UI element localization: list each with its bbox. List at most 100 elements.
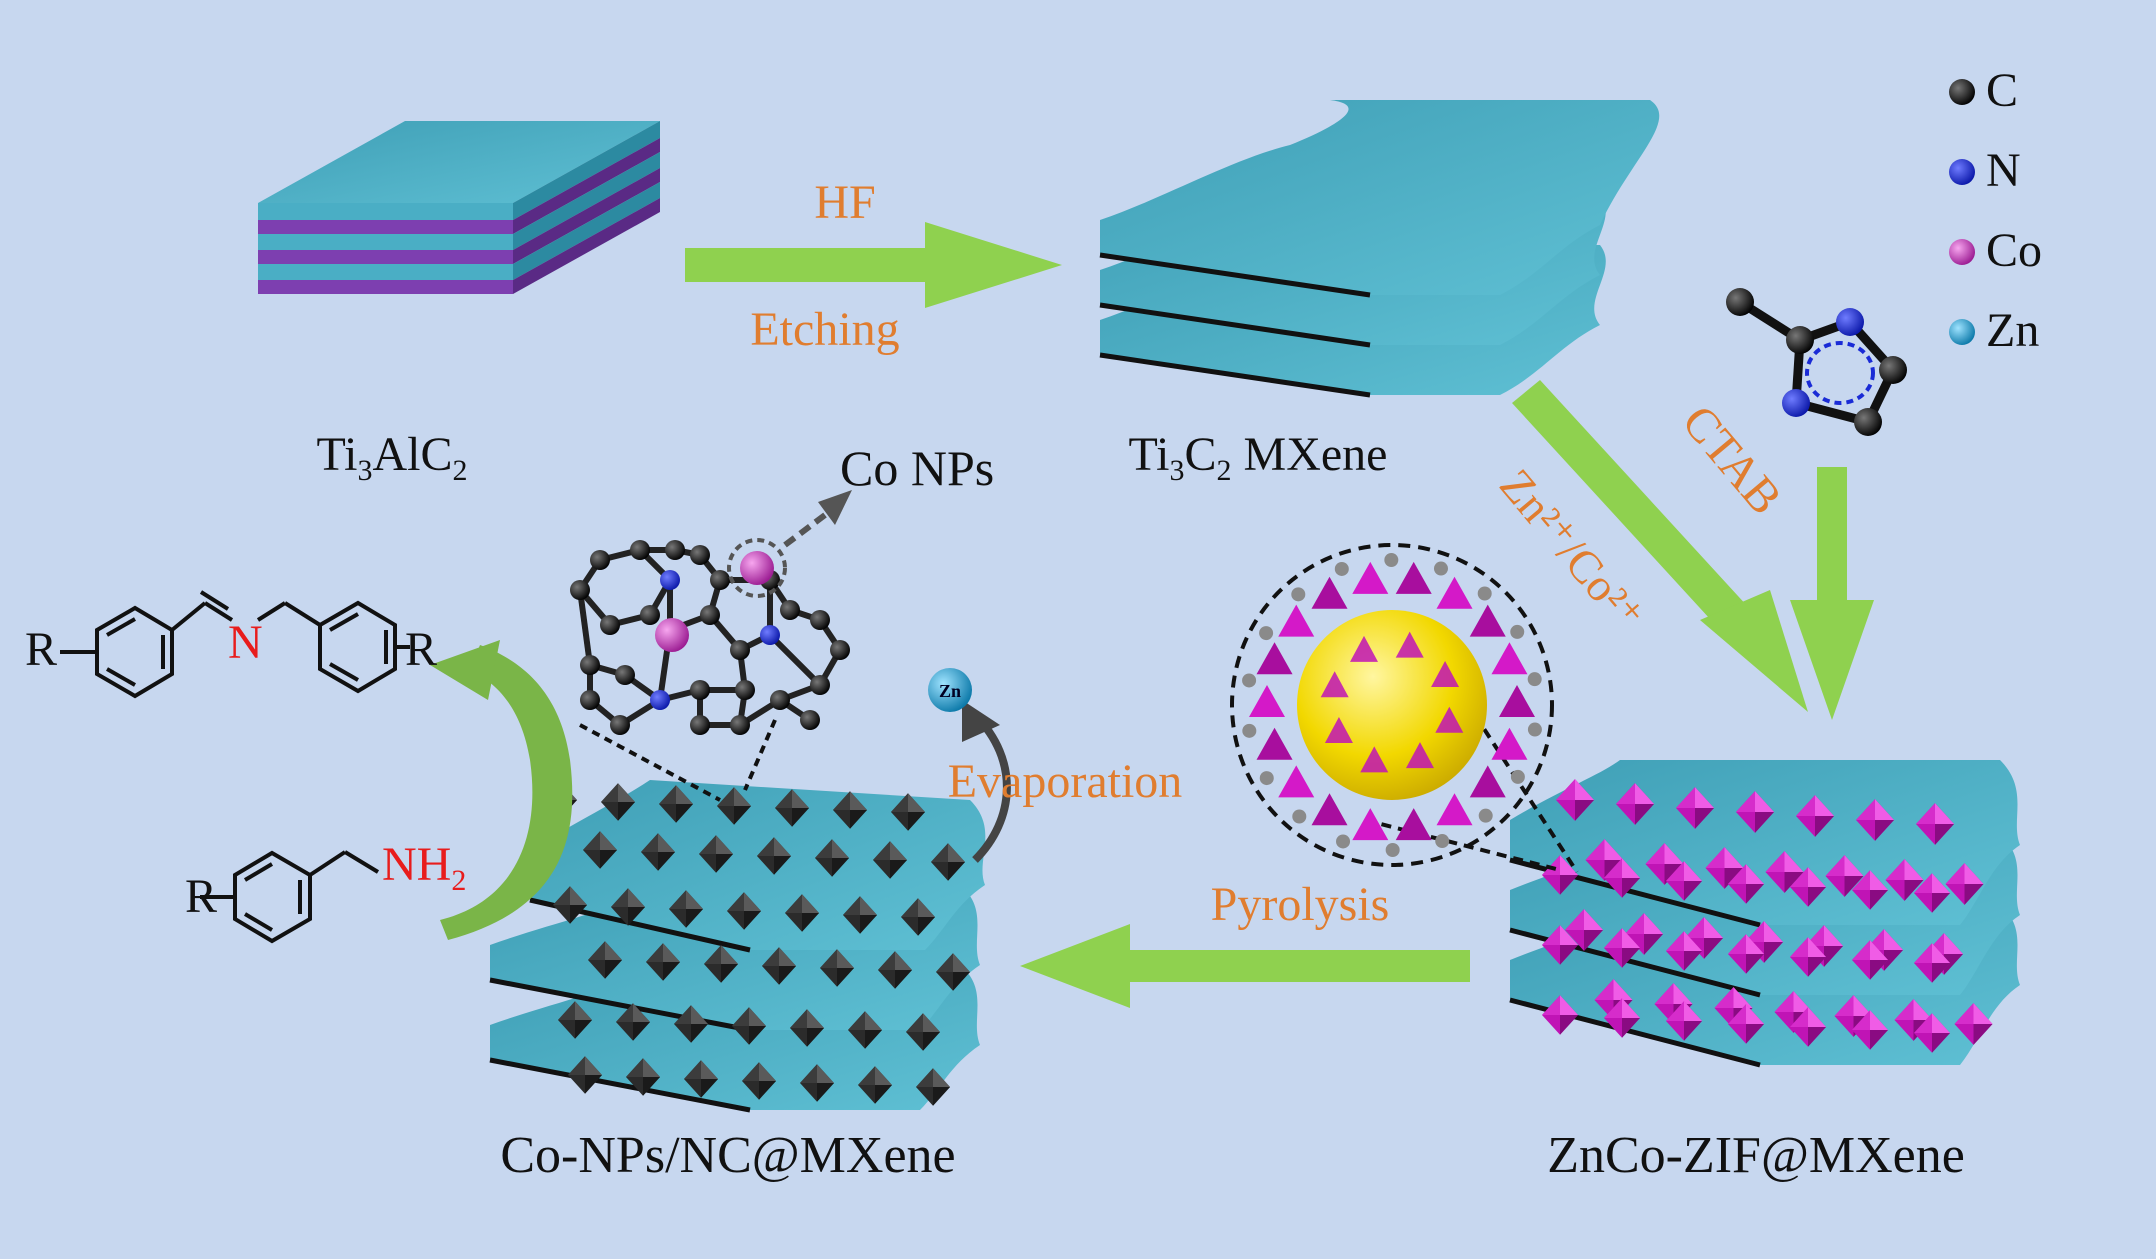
zif-tetrahedron: [1256, 642, 1293, 675]
carbon-atom: [830, 640, 850, 660]
zoom-line-right: [743, 719, 777, 791]
zif-linker: [1433, 561, 1448, 576]
carbon-atom: [700, 605, 720, 625]
zif-tetrahedron: [1491, 642, 1528, 675]
legend-cobalt-label: Co: [1986, 224, 2042, 277]
zif-linker: [1242, 723, 1257, 738]
zif-tetrahedron: [1324, 716, 1353, 743]
carbon-atom: [770, 690, 790, 710]
zif-linker: [1478, 808, 1493, 823]
carbon-atom: [665, 540, 685, 560]
ctab-arrow: [1512, 380, 1808, 712]
ndoped-carbon-lattice: [570, 540, 850, 735]
evaporation-label: Evaporation: [948, 755, 1183, 808]
zif-tetrahedron: [1249, 685, 1285, 717]
etching-label: Etching: [750, 303, 899, 356]
zn-atom-ball: [928, 668, 972, 712]
carbon-atom: [615, 665, 635, 685]
carbon-atom: [810, 675, 830, 695]
carbon-atom: [690, 680, 710, 700]
amine-reactant: R NH2: [185, 838, 466, 944]
hf-label: HF: [814, 176, 875, 229]
atom-legend: C N Co Zn: [1949, 64, 2042, 357]
co-nc-mxene-label: Co-NPs/NC@MXene: [500, 1127, 955, 1184]
zif-tetrahedron: [1469, 765, 1506, 798]
zif-tetrahedron: [1395, 561, 1432, 594]
zif-tetrahedron: [1395, 808, 1432, 841]
zif-tetrahedron: [1491, 727, 1528, 760]
legend-nitrogen-label: N: [1986, 144, 2021, 197]
zif-tetrahedron: [1431, 661, 1460, 688]
carbon-atom: [800, 710, 820, 730]
imine-r-left: R: [25, 623, 57, 676]
carbon-atom: [710, 570, 730, 590]
zif-tetrahedron: [1405, 742, 1434, 769]
zif-tetrahedron: [1352, 561, 1389, 594]
zif-linker: [1435, 834, 1450, 849]
legend-cobalt-ball: [1949, 239, 1975, 265]
zif-tetrahedron: [1311, 576, 1348, 609]
zif-mxene-label: ZnCo-ZIF@MXene: [1547, 1127, 1965, 1184]
co-nps-arrow: [727, 490, 852, 598]
carbon-atom: [690, 545, 710, 565]
zif-tetrahedron: [1435, 706, 1464, 733]
mxene-label: Ti3C2 MXene: [1129, 428, 1388, 487]
cobalt-atom: [740, 551, 774, 585]
imine-r-right: R: [405, 623, 437, 676]
amine-r: R: [185, 870, 217, 923]
zif-linker: [1510, 769, 1525, 784]
zif-tetrahedron: [1352, 808, 1389, 841]
zif-linker: [1292, 809, 1307, 824]
etching-arrow: [685, 222, 1062, 308]
amine-group: NH2: [382, 838, 466, 897]
lattice-bond: [577, 589, 593, 666]
carbon-atom: [610, 715, 630, 735]
carbon-atom: [590, 550, 610, 570]
zif-tetrahedron: [1499, 685, 1535, 717]
zif-linker: [1334, 561, 1349, 576]
zif-linker: [1259, 771, 1274, 786]
zn-atom-label: Zn: [939, 681, 961, 701]
legend-carbon-ball: [1949, 79, 1975, 105]
carbon-atom: [640, 605, 660, 625]
nitrogen-atom: [650, 690, 670, 710]
zif-tetrahedron: [1395, 631, 1424, 658]
reaction-curved-arrow: [430, 640, 573, 940]
zif-tetrahedron: [1350, 635, 1379, 662]
zif-tetrahedron: [1436, 576, 1473, 609]
zif-linker: [1527, 672, 1542, 687]
carbon-atom: [580, 655, 600, 675]
legend-zinc-ball: [1949, 319, 1975, 345]
carbon-atom: [630, 540, 650, 560]
zif-linker: [1385, 842, 1400, 857]
co-nps-label: Co NPs: [840, 440, 994, 496]
zif-tetrahedron: [1278, 765, 1315, 798]
legend-carbon-label: C: [1986, 64, 2018, 117]
zoom-line-left: [579, 723, 721, 802]
imine-nitrogen: N: [228, 616, 263, 669]
zif-linker: [1336, 834, 1351, 849]
zif-linker: [1477, 586, 1492, 601]
zif-tetrahedron: [1360, 746, 1389, 773]
legend-zinc-label: Zn: [1986, 304, 2039, 357]
zif-linker: [1384, 553, 1399, 568]
max-phase-label: Ti3AlC2: [317, 428, 468, 487]
carbon-atom: [730, 640, 750, 660]
imine-product: R N R: [25, 590, 437, 699]
legend-nitrogen-ball: [1949, 159, 1975, 185]
carbon-atom: [810, 610, 830, 630]
zn-evaporation: Zn: [928, 668, 1011, 863]
cobalt-atom: [655, 618, 689, 652]
carbon-atom: [600, 615, 620, 635]
ligand-arrow: [1790, 467, 1874, 720]
zif-linker: [1259, 626, 1274, 641]
zif-tetrahedron: [1256, 727, 1293, 760]
carbon-atom: [735, 680, 755, 700]
zif-linker: [1527, 722, 1542, 737]
pyrolysis-arrow: [1020, 924, 1470, 1008]
zif-tetrahedron: [1469, 604, 1506, 637]
zif-tetrahedron: [1320, 671, 1349, 698]
carbon-atom: [690, 715, 710, 735]
zif-linker: [1242, 673, 1257, 688]
